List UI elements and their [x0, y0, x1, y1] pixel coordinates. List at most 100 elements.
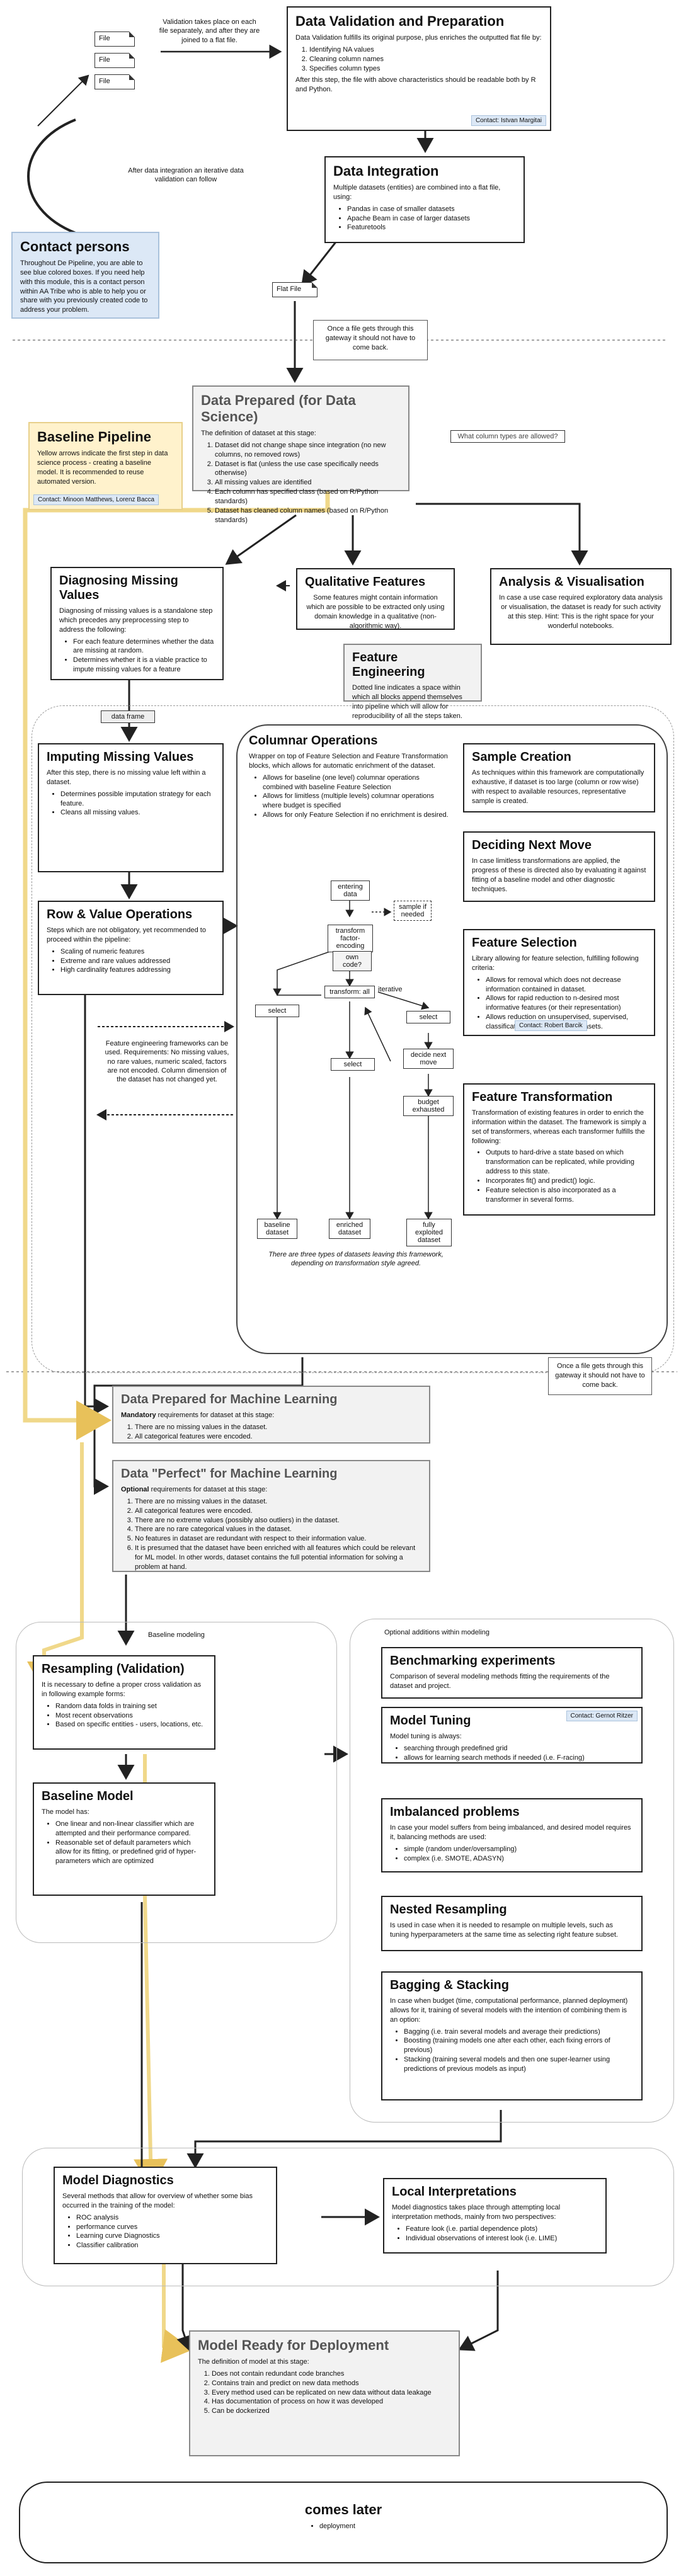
gateway-note-1: Once a file gets through this gateway it…	[313, 320, 428, 360]
fe-frameworks-note: Feature engineering frameworks can be us…	[105, 1040, 229, 1084]
data-validation-list: Identifying NA values Cleaning column na…	[295, 45, 542, 74]
file-label: File	[99, 56, 110, 64]
imputing-missing-list: Determines possible imputation strategy …	[47, 790, 215, 818]
list-item: Bagging (i.e. train several models and a…	[404, 2027, 634, 2037]
model-tuning-box: Model Tuning Model tuning is always: sea…	[381, 1707, 643, 1764]
list-item: All categorical features were encoded.	[135, 1507, 421, 1516]
analysis-visualisation-text: In case a use case required exploratory …	[499, 594, 663, 630]
list-item: Every method used can be replicated on n…	[212, 2388, 451, 2398]
list-item: No features in dataset are redundant wit…	[135, 1534, 421, 1544]
list-item: searching through predefined grid	[404, 1744, 634, 1753]
list-item: Allows for only Feature Selection if no …	[263, 811, 450, 820]
list-item: Cleans all missing values.	[60, 808, 215, 818]
model-diagnostics-title: Model Diagnostics	[62, 2174, 174, 2187]
local-interpretations-title: Local Interpretations	[392, 2185, 517, 2199]
flow-select: select	[406, 1011, 450, 1023]
list-item: Contains train and predict on new data m…	[212, 2379, 451, 2388]
diagnosing-missing-box: Diagnosing Missing Values Diagnosing of …	[50, 567, 224, 680]
optional-modeling-region	[350, 1619, 674, 2123]
list-item: Based on specific entities - users, loca…	[55, 1720, 207, 1730]
model-tuning-list: searching through predefined grid allows…	[390, 1744, 634, 1763]
data-prepared-ml-intro: requirements for dataset at this stage:	[156, 1411, 275, 1419]
contact-persons-text: Throughout De Pipeline, you are able to …	[20, 259, 148, 314]
model-diagnostics-box: Model Diagnostics Several methods that a…	[54, 2167, 277, 2264]
imbalanced-title: Imbalanced problems	[390, 1805, 520, 1819]
bagging-stacking-title: Bagging & Stacking	[390, 1978, 509, 1992]
data-integration-intro: Multiple datasets (entities) are combine…	[333, 184, 501, 201]
list-item: Random data folds in training set	[55, 1702, 207, 1711]
feature-transformation-title: Feature Transformation	[472, 1090, 613, 1104]
gateway-note-text: Once a file gets through this gateway it…	[555, 1362, 645, 1389]
baseline-model-title: Baseline Model	[42, 1789, 134, 1803]
flow-sample-if-needed: sample if needed	[394, 901, 432, 921]
data-prepared-ds-list: Dataset did not change shape since integ…	[201, 441, 401, 525]
local-interpretations-intro: Model diagnostics takes place through at…	[392, 2204, 561, 2221]
optional-modeling-label: Optional additions within modeling	[384, 1629, 489, 1636]
baseline-model-box: Baseline Model The model has: One linear…	[33, 1782, 215, 1896]
feature-transformation-box: Feature Transformation Transformation of…	[463, 1083, 655, 1216]
deciding-next-move-title: Deciding Next Move	[472, 838, 592, 852]
columnar-operations-intro: Wrapper on top of Feature Selection and …	[249, 753, 448, 770]
imbalanced-list: simple (random under/oversampling) compl…	[390, 1845, 634, 1864]
imbalanced-box: Imbalanced problems In case your model s…	[381, 1798, 643, 1872]
list-item: Allows for removal which does not decrea…	[486, 976, 646, 994]
data-frame-label: data frame	[101, 710, 155, 723]
loop-iterative-to-files	[37, 74, 89, 127]
baseline-pipeline-text: Yellow arrows indicate the first step in…	[37, 450, 168, 486]
flow-enriched-dataset: enriched dataset	[329, 1219, 370, 1239]
feature-engineering-text: Dotted line indicates a space within whi…	[352, 684, 462, 720]
flow-fully-exploited-dataset: fully exploited dataset	[406, 1219, 452, 1246]
feature-selection-list: Allows for removal which does not decrea…	[472, 976, 646, 1032]
flow-own-code: own code?	[333, 951, 372, 971]
contact-persons-box: Contact persons Throughout De Pipeline, …	[11, 232, 159, 319]
deciding-next-move-box: Deciding Next Move In case limitless tra…	[463, 831, 655, 902]
list-item: allows for learning search methods if ne…	[404, 1753, 634, 1763]
list-item: Outputs to hard-drive a state based on w…	[486, 1148, 646, 1177]
feature-selection-title: Feature Selection	[472, 936, 577, 950]
sample-creation-box: Sample Creation As techniques within thi…	[463, 743, 655, 812]
optional-label: Optional	[121, 1486, 149, 1493]
local-interpretations-box: Local Interpretations Model diagnostics …	[383, 2178, 607, 2254]
columnar-operations-block: Columnar Operations Wrapper on top of Fe…	[249, 734, 450, 823]
sample-creation-text: As techniques within this framework are …	[472, 769, 644, 805]
list-item: It is presumed that the dataset have bee…	[135, 1544, 421, 1572]
imputing-missing-title: Imputing Missing Values	[47, 750, 194, 764]
loop-iterative	[27, 118, 101, 236]
baseline-model-list: One linear and non-linear classifier whi…	[42, 1820, 207, 1866]
list-item: There are no missing values in the datas…	[135, 1423, 421, 1432]
flat-file-icon: Flat File	[272, 282, 318, 297]
list-item: Classifier calibration	[76, 2241, 268, 2250]
list-item: Boosting (training models one after each…	[404, 2036, 634, 2055]
data-prepared-ds-intro: The definition of dataset at this stage:	[201, 430, 316, 437]
data-prepared-ds-title: Data Prepared (for Data Science)	[201, 392, 356, 425]
column-types-question[interactable]: What column types are allowed?	[450, 430, 565, 443]
resampling-box: Resampling (Validation) It is necessary …	[33, 1655, 215, 1750]
columnar-operations-list: Allows for baseline (one level) columnar…	[249, 773, 450, 820]
feature-engineering-box: Feature Engineering Dotted line indicate…	[343, 644, 482, 720]
list-item: There are no rare categorical values in …	[135, 1525, 421, 1534]
model-tuning-title: Model Tuning	[390, 1714, 471, 1728]
feature-selection-intro: Library allowing for feature selection, …	[472, 955, 639, 972]
data-validation-title: Data Validation and Preparation	[295, 13, 505, 29]
benchmarking-title: Benchmarking experiments	[390, 1654, 556, 1668]
qualitative-features-text: Some features might contain information …	[306, 594, 445, 630]
list-item: Featuretools	[347, 223, 516, 232]
list-item: Incorporates fit() and predict() logic.	[486, 1177, 646, 1186]
bagging-stacking-box: Bagging & Stacking In case when budget (…	[381, 1971, 643, 2100]
benchmarking-text: Comparison of several modeling methods f…	[390, 1673, 610, 1690]
flat-file-label: Flat File	[277, 285, 302, 293]
nested-resampling-title: Nested Resampling	[390, 1903, 507, 1917]
feature-engineering-region	[31, 705, 674, 1373]
list-item: Can be dockerized	[212, 2407, 451, 2416]
list-item: Determines possible imputation strategy …	[60, 790, 215, 809]
file-label: File	[99, 77, 110, 85]
contact-badge: Contact: Istvan Margitai	[471, 115, 546, 126]
model-ready-deployment-list: Does not contain redundant code branches…	[198, 2369, 451, 2416]
list-item: Dataset did not change shape since integ…	[215, 441, 401, 460]
data-prepared-ml-box: Data Prepared for Machine Learning Manda…	[112, 1386, 430, 1444]
data-prepared-ml-list: There are no missing values in the datas…	[121, 1423, 421, 1442]
list-item: Apache Beam in case of larger datasets	[347, 214, 516, 224]
file-icon: File	[94, 53, 135, 68]
data-validation-box: Data Validation and Preparation Data Val…	[287, 6, 551, 131]
diagnostics-region	[22, 2148, 674, 2286]
